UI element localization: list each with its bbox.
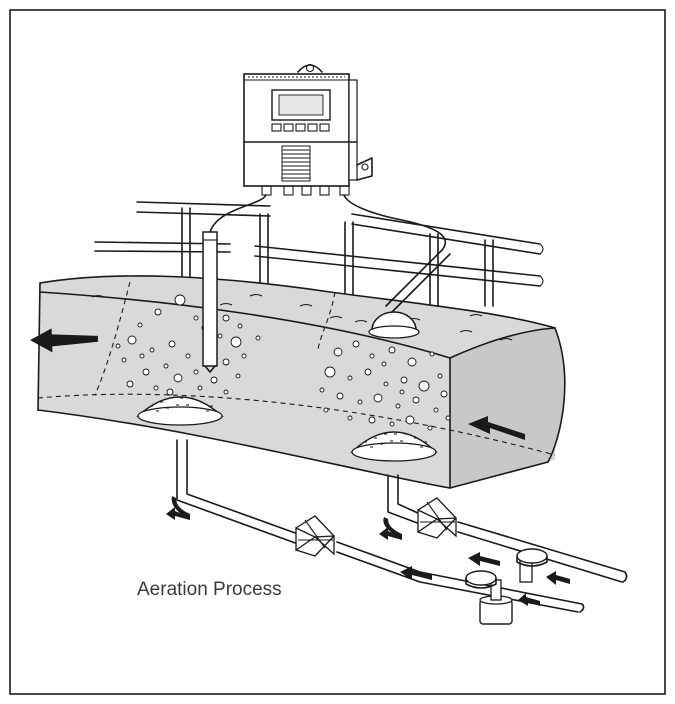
valve-icon bbox=[295, 515, 335, 557]
air-bubbles-right bbox=[319, 340, 451, 431]
diffuser-left bbox=[136, 396, 224, 426]
blower-icon bbox=[465, 570, 513, 625]
float-sensor-icon bbox=[368, 249, 451, 339]
diagram-caption: Aeration Process bbox=[137, 579, 282, 600]
float-sensor-cable bbox=[343, 194, 447, 251]
valve-icon bbox=[417, 497, 457, 539]
outflow-arrow bbox=[29, 328, 99, 353]
keypad-buttons bbox=[271, 123, 330, 132]
probe-cable bbox=[209, 194, 267, 233]
analyzer-housing-icon bbox=[243, 63, 373, 196]
air-bubbles-left bbox=[115, 294, 261, 396]
cable-glands bbox=[261, 185, 350, 196]
vent-grille bbox=[281, 145, 311, 182]
diffuser-right bbox=[350, 431, 438, 462]
pipe-flow-arrows bbox=[166, 496, 570, 606]
immersion-probe-icon bbox=[202, 231, 218, 373]
aeration-basin bbox=[37, 275, 566, 489]
blower-icon bbox=[516, 548, 548, 583]
inflow-arrow bbox=[468, 416, 525, 440]
